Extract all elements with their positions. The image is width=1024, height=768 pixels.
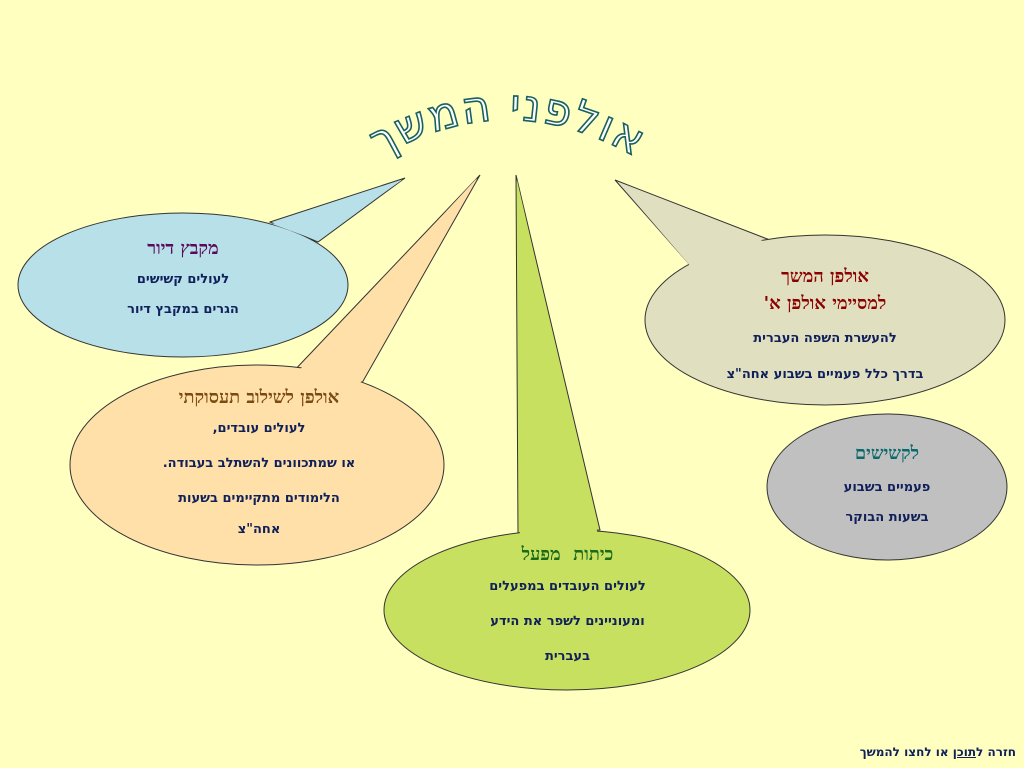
bubble-employment-line: לעולים עובדים, <box>212 421 306 436</box>
bubble-continuation-line: להעשרת השפה העברית <box>753 331 897 346</box>
bubble-employment: אולפן לשילוב תעסוקתי לעולים עובדים, או ש… <box>100 385 418 544</box>
bubble-housing-line: הגרים במקבץ דיור <box>127 302 239 317</box>
bubble-factory-line: לעולים העובדים במפעלים <box>489 579 646 594</box>
bubble-housing: מקבץ דיור לעולים קשישים הגרים במקבץ דיור <box>63 237 303 325</box>
bubble-factory-title: כיתות מפעל <box>521 544 614 565</box>
bubble-continuation-title: למסיימי אולפן א' <box>763 293 887 314</box>
bubble-continuation-line: בדרך כלל פעמיים בשבוע אחה"צ <box>726 367 924 382</box>
callout-employment-shape <box>69 174 481 566</box>
callout-elderly-shape <box>766 413 1008 561</box>
callout-housing-shape <box>17 177 406 358</box>
bubble-continuation: אולפן המשך למסיימי אולפן א' להעשרת השפה … <box>690 263 960 393</box>
bubble-elderly: לקשישים פעמיים בשבוע בשעות הבוקר <box>787 441 987 531</box>
bubble-employment-title: אולפן לשילוב תעסוקתי <box>178 387 340 408</box>
callout-factory-shape <box>383 174 751 691</box>
bubble-continuation-title: אולפן המשך <box>781 266 869 287</box>
bubble-employment-line: אחה"צ <box>237 522 281 537</box>
bubble-factory-line: בעברית <box>544 649 591 664</box>
callout-continuation-shape <box>614 179 1006 406</box>
bubble-employment-line: או שמתכוונים להשתלב בעבודה. <box>162 456 356 471</box>
toc-link[interactable]: תוכן <box>952 745 977 759</box>
bubble-elderly-title: לקשישים <box>854 443 920 464</box>
diagram-title-text: אולפני המשך <box>360 79 654 168</box>
diagram-title: אולפני המשך <box>361 80 655 167</box>
bubble-elderly-line: פעמיים בשבוע <box>843 480 931 495</box>
bubble-employment-line: הלימודים מתקיימים בשעות <box>178 491 340 506</box>
footer-suffix[interactable]: או לחצו להמשך <box>859 745 953 759</box>
bubble-housing-line: לעולים קשישים <box>136 272 230 287</box>
bubble-housing-title: מקבץ דיור <box>147 238 219 259</box>
footer-prefix: חזרה ל <box>976 745 1016 759</box>
bubble-factory: כיתות מפעל לעולים העובדים במפעלים ומעוני… <box>420 541 715 674</box>
footer-navigation: חזרה לתוכן או לחצו להמשך <box>810 745 1016 759</box>
bubble-factory-line: ומעוניינים לשפר את הידע <box>490 614 645 629</box>
bubble-elderly-line: בשעות הבוקר <box>845 510 929 525</box>
